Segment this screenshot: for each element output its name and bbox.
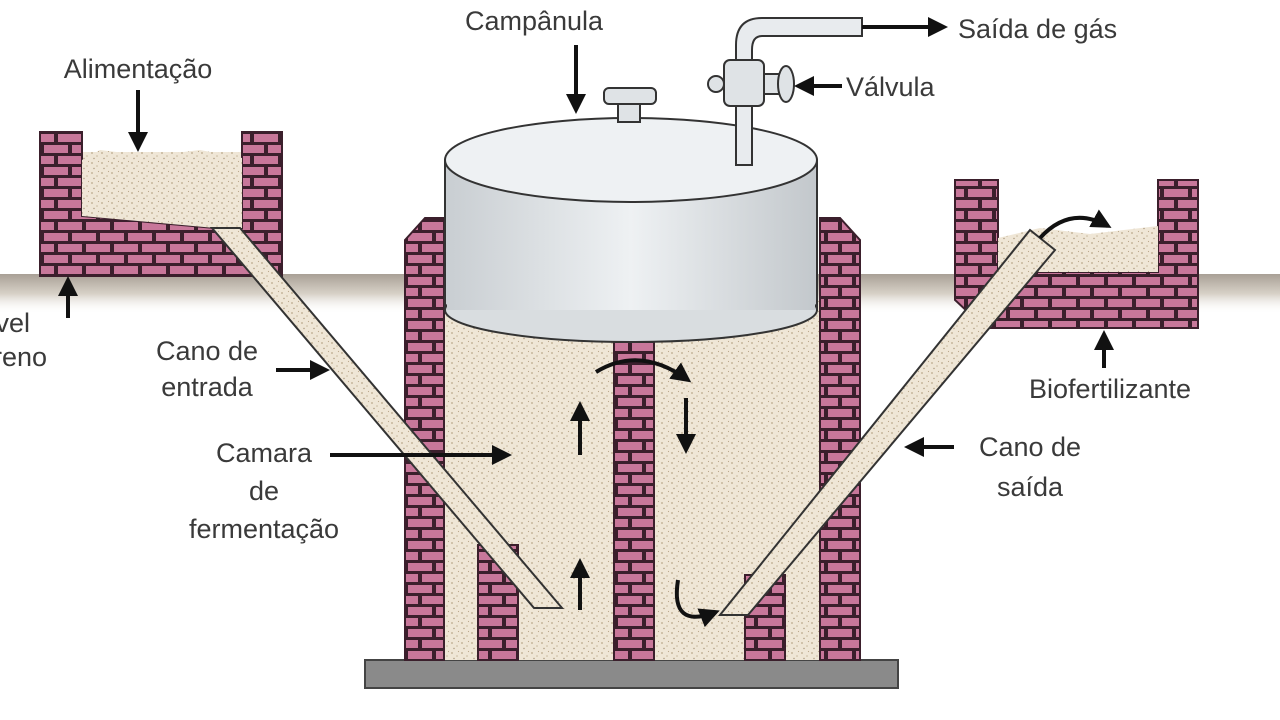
gas-bell xyxy=(444,87,818,343)
label-cano-entrada-line2: entrada xyxy=(161,372,254,402)
label-camara-line3: fermentação xyxy=(189,514,339,544)
label-cano-saida-line2: saída xyxy=(997,472,1064,502)
label-pointers xyxy=(58,17,1114,465)
label-nivel-line1: Nível xyxy=(0,308,30,338)
label-alimentacao: Alimentação xyxy=(64,54,213,84)
label-saida-gas: Saída de gás xyxy=(958,14,1117,44)
label-cano-entrada-line1: Cano de xyxy=(156,336,258,366)
flow-arrows xyxy=(570,209,1112,628)
label-campanula: Campânula xyxy=(465,6,604,36)
label-biofertilizante: Biofertilizante xyxy=(1029,374,1191,404)
label-nivel-line2: terreno xyxy=(0,342,47,372)
label-camara-line2: de xyxy=(249,476,279,506)
base-slab xyxy=(364,659,899,689)
center-partition-wall xyxy=(613,331,655,661)
inlet-pipe xyxy=(209,227,565,609)
gas-pipe xyxy=(707,17,863,166)
label-valvula: Válvula xyxy=(846,72,936,102)
outlet-pipe xyxy=(717,228,1057,616)
label-cano-saida-line1: Cano de xyxy=(979,432,1081,462)
label-camara-line1: Camara xyxy=(216,438,313,468)
right-chamber-wall xyxy=(819,217,861,661)
left-chamber-wall xyxy=(404,217,445,661)
